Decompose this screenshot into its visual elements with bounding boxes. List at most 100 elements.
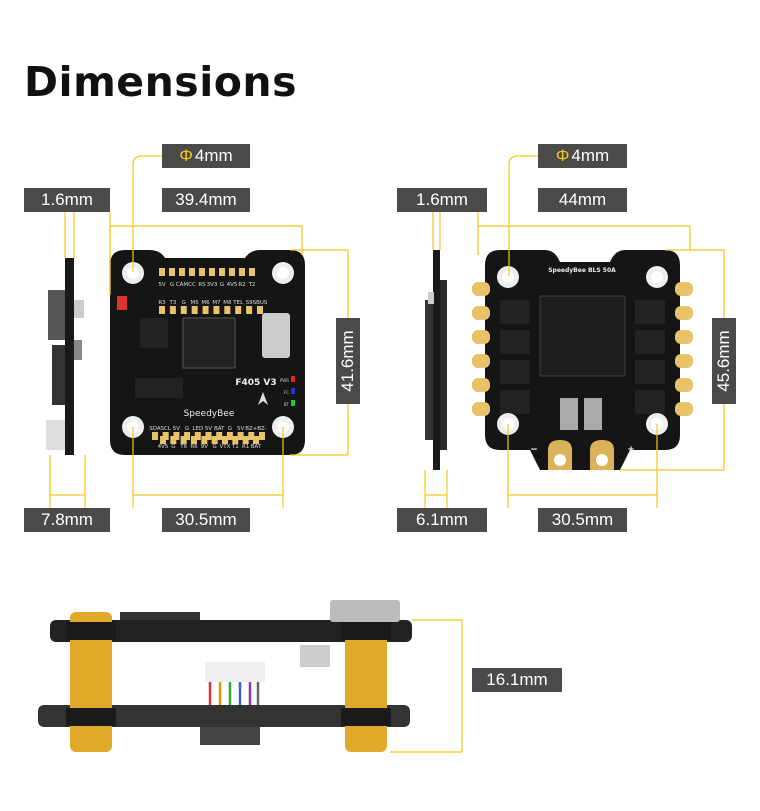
fc-side-view: [46, 258, 84, 455]
fc-pin-label: 9V: [201, 444, 208, 450]
fc-pin-label: G: [220, 282, 224, 288]
fc-led-label: PWR: [280, 378, 289, 383]
fc-pin-label: G: [182, 300, 186, 306]
fc-pin-label: G: [170, 282, 174, 288]
esc-motor-pad: [675, 282, 693, 296]
fc-pad: [191, 306, 198, 314]
fc-mount-spacing-label: 30.5mm: [162, 508, 250, 532]
fc-pad: [213, 306, 220, 314]
stack-side-view: [38, 600, 412, 752]
fc-pin-label: 4V5: [158, 444, 169, 450]
fc-pin-label: SCL: [160, 426, 171, 432]
fc-pin-label: T6: [179, 444, 187, 450]
fc-pad: [179, 268, 185, 276]
fc-pad: [180, 306, 187, 314]
fc-pad: [169, 306, 176, 314]
fc-pin-label: SBUS: [253, 300, 268, 306]
fc-pin-label: S9: [246, 300, 253, 306]
fc-side-height-label: 7.8mm: [24, 508, 110, 532]
fc-pad: [242, 436, 249, 444]
fc-pad: [191, 436, 197, 444]
fc-pad: [152, 432, 158, 440]
fc-pin-label: M5: [191, 300, 200, 306]
fc-pad: [232, 436, 239, 444]
fc-pin-label: 5V: [158, 282, 165, 288]
fc-pad: [235, 306, 242, 314]
fc-hole-value: 4mm: [194, 146, 233, 165]
fc-pad: [209, 268, 215, 276]
fc-width-label: 39.4mm: [162, 188, 250, 212]
page-title: Dimensions: [24, 58, 298, 106]
fc-pad: [189, 268, 195, 276]
fc-pin-label: T1: [231, 444, 239, 450]
fc-pin-label: R3: [158, 300, 166, 306]
esc-motor-pad: [472, 354, 490, 368]
fc-pin-label: M6: [201, 300, 210, 306]
esc-motor-pad: [472, 330, 490, 344]
esc-mosfet: [635, 390, 665, 414]
esc-side-height-label: 6.1mm: [397, 508, 487, 532]
fc-pin-label: RS: [198, 282, 206, 288]
fc-pin-label: 4V5: [227, 282, 238, 288]
fc-pad: [248, 432, 255, 440]
esc-mosfet: [635, 300, 665, 324]
esc-board: SpeedyBee BLS 50A−+: [472, 250, 693, 470]
fc-led-label: FC: [284, 390, 289, 395]
esc-motor-pad: [472, 402, 490, 416]
stack-height-label: 16.1mm: [472, 668, 562, 692]
esc-motor-pad: [675, 330, 693, 344]
fc-pin-label: R6: [190, 444, 198, 450]
fc-pin-label: G: [213, 444, 217, 450]
fc-brand: SpeedyBee: [184, 409, 235, 419]
fc-pin-label: G: [185, 426, 189, 432]
fc-height-value: 41.6mm: [338, 330, 357, 392]
fc-pin-label: TEL: [232, 300, 244, 306]
fc-pad: [226, 432, 233, 440]
esc-width-label: 44mm: [538, 188, 627, 212]
fc-pad: [222, 436, 228, 444]
fc-pin-label: BZ-: [257, 426, 266, 432]
fc-pad: [237, 432, 244, 440]
fc-pin-label: 3V3: [207, 282, 218, 288]
esc-motor-pad: [675, 378, 693, 392]
fc-pad: [246, 306, 253, 314]
fc-pad: [202, 306, 209, 314]
fc-pad: [194, 432, 201, 440]
dimension-lines: [49, 155, 725, 753]
esc-mosfet: [635, 330, 665, 354]
esc-motor-pad: [675, 306, 693, 320]
fc-pad: [173, 432, 180, 440]
fc-pin-label: G: [228, 426, 232, 432]
fc-pin-label: T2: [248, 282, 256, 288]
fc-pad: [239, 268, 245, 276]
esc-motor-pad: [472, 282, 490, 296]
fc-pad: [184, 432, 191, 440]
esc-side-view: [425, 250, 447, 470]
fc-led-label: BT: [284, 402, 290, 407]
esc-mount-spacing-label: 30.5mm: [538, 508, 627, 532]
fc-pin-label: BAT: [251, 444, 262, 450]
diameter-symbol: Φ: [555, 146, 570, 165]
fc-pad: [201, 436, 208, 444]
fc-pad: [249, 268, 255, 276]
esc-mosfet: [500, 300, 530, 324]
fc-pad: [159, 268, 165, 276]
fc-pin-label: VTX: [220, 444, 231, 450]
fc-pin-label: 5V: [237, 426, 244, 432]
fc-board-name: F405 V3: [235, 378, 276, 388]
fc-height-label: 41.6mm: [336, 318, 360, 404]
fc-thickness-label: 1.6mm: [24, 188, 110, 212]
fc-pin-label: BAT: [214, 426, 225, 432]
fc-pad: [169, 268, 175, 276]
esc-height-value: 45.6mm: [714, 330, 733, 392]
diameter-symbol: Φ: [179, 146, 193, 165]
esc-height-label: 45.6mm: [712, 318, 736, 404]
fc-pad: [159, 306, 165, 314]
esc-mosfet: [500, 390, 530, 414]
fc-pin-label: SDA: [149, 426, 161, 432]
esc-motor-pad: [472, 378, 490, 392]
